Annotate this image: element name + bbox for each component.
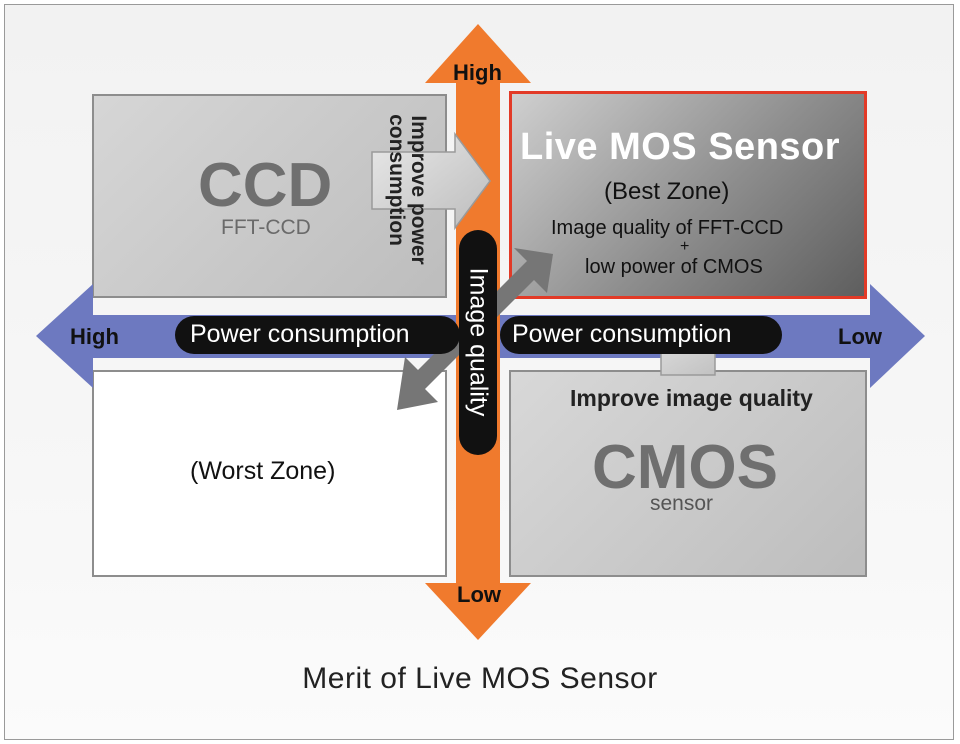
power-consumption-pill-right <box>500 316 782 354</box>
improve-power-label-line2: consumption <box>385 114 408 246</box>
live-mos-line1: Image quality of FFT-CCD <box>551 217 784 239</box>
cmos-title: CMOS <box>592 433 778 502</box>
power-consumption-label-left: Power consumption <box>190 320 410 348</box>
power-axis-high-label: High <box>70 324 119 349</box>
power-axis-low-label: Low <box>838 324 882 349</box>
best-zone-label: (Best Zone) <box>604 178 730 205</box>
live-mos-plus: + <box>680 238 690 255</box>
live-mos-title: Live MOS Sensor <box>520 126 841 168</box>
worst-zone-quadrant <box>92 370 447 577</box>
quality-axis-high-label: High <box>453 60 502 85</box>
improve-power-arrow <box>371 131 491 231</box>
diagram-caption: Merit of Live MOS Sensor <box>302 662 658 695</box>
ccd-subtitle: FFT-CCD <box>221 216 311 239</box>
image-quality-pill <box>459 230 497 455</box>
power-consumption-pill-left <box>175 316 460 354</box>
ccd-title: CCD <box>198 151 333 220</box>
image-quality-label: Image quality <box>464 267 493 417</box>
quality-axis-low-label: Low <box>457 582 501 607</box>
worst-zone-label: (Worst Zone) <box>190 457 336 485</box>
power-consumption-label-right: Power consumption <box>512 320 732 348</box>
live-mos-line2: low power of CMOS <box>585 256 763 278</box>
improve-power-label-line1: Improve power <box>407 115 430 265</box>
improve-quality-label: Improve image quality <box>570 385 813 411</box>
live-mos-quadrant <box>509 91 867 299</box>
cmos-subtitle: sensor <box>650 492 714 515</box>
cmos-quadrant <box>509 370 867 577</box>
